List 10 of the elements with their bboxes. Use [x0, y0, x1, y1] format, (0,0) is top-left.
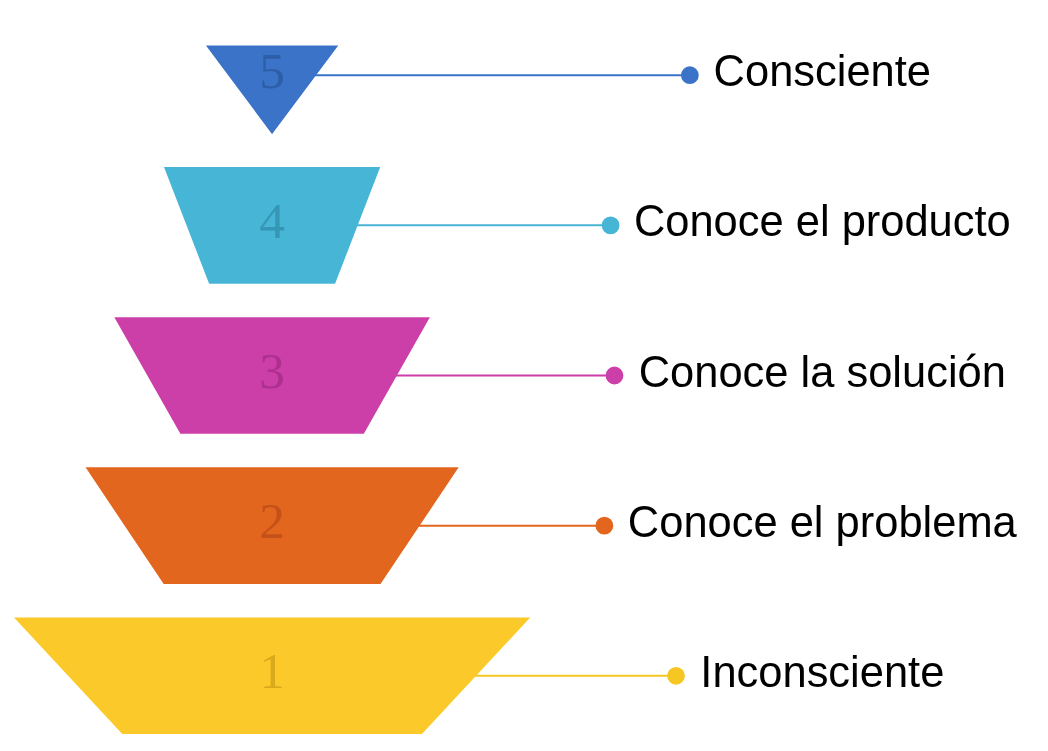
connector — [473, 666, 685, 685]
connector — [355, 216, 620, 235]
node-text: Consciente — [713, 47, 932, 96]
connector — [314, 66, 699, 85]
node-text: Conoce el problema — [627, 497, 1017, 546]
node-text: Conoce el producto — [633, 197, 1011, 246]
node-text: Inconsciente — [700, 647, 945, 696]
node-text: Conoce la solución — [638, 347, 1006, 396]
connector — [417, 516, 614, 535]
connector — [395, 366, 624, 385]
